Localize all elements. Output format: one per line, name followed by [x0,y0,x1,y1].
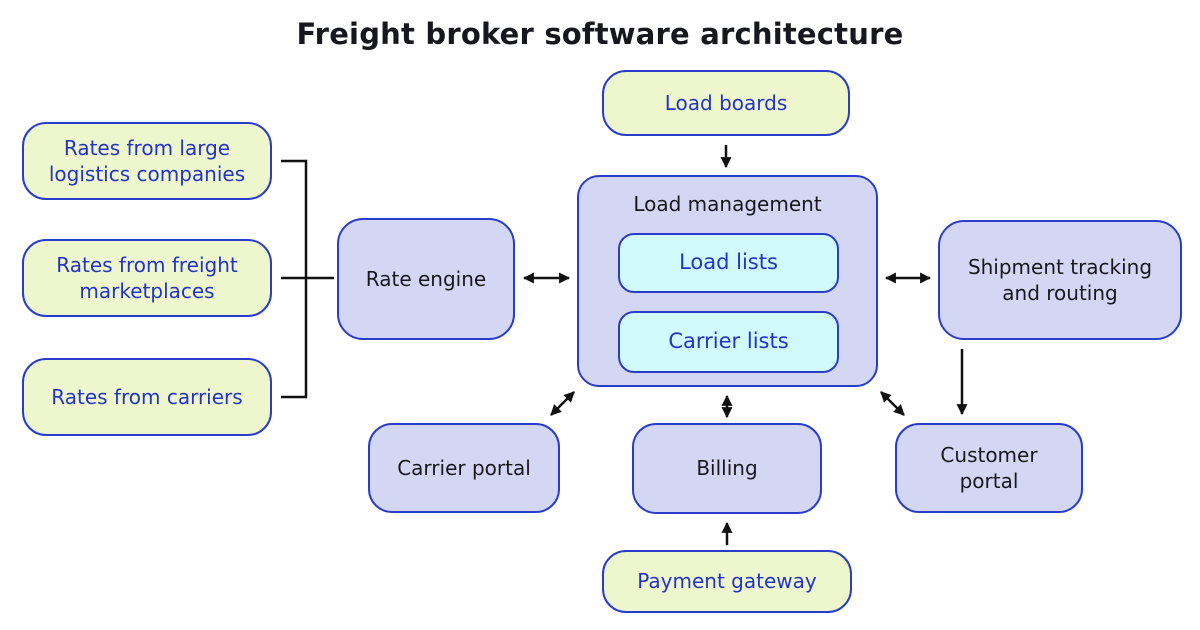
node-carrier-portal: Carrier portal [368,423,560,513]
node-payment-gateway: Payment gateway [602,550,852,613]
node-rates-from-freight-marketplaces: Rates from freight marketplaces [22,239,272,317]
node-billing: Billing [632,423,822,514]
node-shipment-tracking: Shipment tracking and routing [938,220,1182,340]
node-label: Customer portal [940,442,1038,493]
node-rate-engine: Rate engine [337,218,515,340]
node-label: Load management [633,192,822,216]
node-customer-portal: Customer portal [895,423,1083,513]
edge-rates-bracket [281,159,334,399]
node-label: Billing [696,456,758,481]
diagram-title: Freight broker software architecture [296,17,904,51]
edge-loadmanagement-customerportal [880,391,905,416]
node-label: Carrier lists [668,329,789,354]
node-rates-from-carriers: Rates from carriers [22,358,272,436]
node-carrier-lists: Carrier lists [618,311,839,373]
node-label: Load lists [679,250,778,275]
node-label: Payment gateway [637,569,817,594]
node-rates-from-large-logistics: Rates from large logistics companies [22,122,272,200]
node-label: Load boards [664,90,788,115]
node-label: Carrier portal [397,455,531,480]
node-load-boards: Load boards [602,70,850,136]
node-label: Rates from carriers [51,384,243,409]
node-label: Rates from freight marketplaces [56,252,238,303]
node-label: Rate engine [365,266,487,291]
edge-loadmanagement-carrierportal [550,391,575,416]
node-load-management: Load management Load lists Carrier lists [577,175,878,387]
node-label: Rates from large logistics companies [48,135,246,186]
node-load-lists: Load lists [618,233,839,293]
node-label: Shipment tracking and routing [967,254,1153,305]
